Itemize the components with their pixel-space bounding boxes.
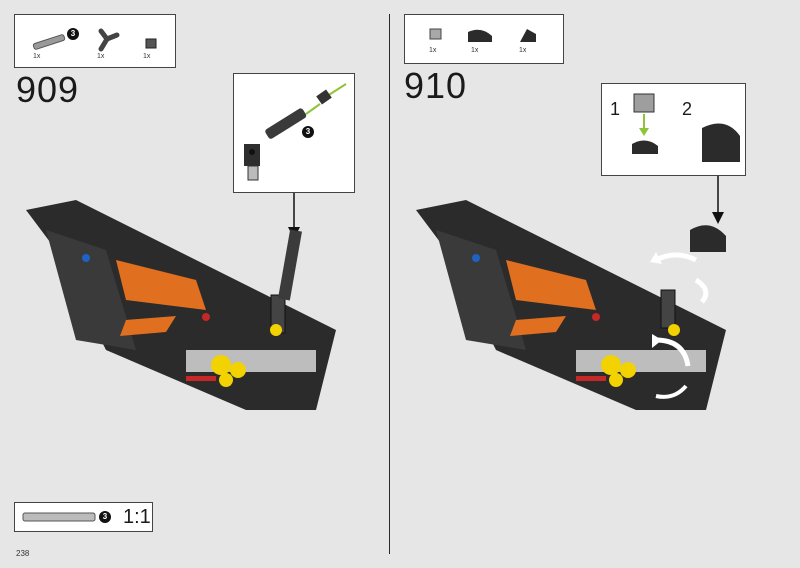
bushing-icon (145, 38, 157, 49)
axle-ruler-icon (22, 512, 96, 522)
grey-brick-icon (429, 28, 442, 40)
ruler-box: 3 1:1 (14, 502, 153, 532)
model-illustration-910 (416, 200, 726, 410)
step-number-910: 910 (404, 65, 468, 106)
axle-length-badge: 3 (67, 28, 79, 40)
scale-label: 1:1 (123, 506, 151, 528)
part-qty: 1x (429, 47, 437, 54)
callout-910: 1 2 (601, 83, 746, 176)
callout-910-illustration (632, 93, 740, 162)
parts-list-910: 1x 1x 1x (404, 14, 564, 64)
part-qty: 1x (97, 53, 105, 60)
substep-2: 2 (682, 99, 693, 119)
wedge-icon (520, 29, 536, 42)
page-divider (389, 14, 390, 554)
callout-909: 3 (233, 73, 355, 193)
part-qty: 1x (471, 47, 479, 54)
step-number-909: 909 (16, 69, 80, 110)
callout-assembly-illustration (244, 83, 347, 181)
part-qty: 1x (519, 47, 527, 54)
angle-connector-icon (98, 28, 120, 52)
callout-axle-badge: 3 (302, 126, 314, 138)
page-number: 238 (16, 549, 30, 558)
part-qty: 1x (33, 53, 41, 60)
substep-1: 1 (610, 99, 621, 119)
part-qty: 1x (143, 53, 151, 60)
parts-list-909: 3 1x 1x 1x (14, 14, 176, 68)
model-illustration-909 (26, 200, 336, 410)
callout-arrow-910 (712, 176, 724, 224)
curved-slope-icon (468, 29, 492, 42)
ruler-length-badge: 3 (99, 511, 111, 523)
axle-part-icon (32, 34, 66, 50)
